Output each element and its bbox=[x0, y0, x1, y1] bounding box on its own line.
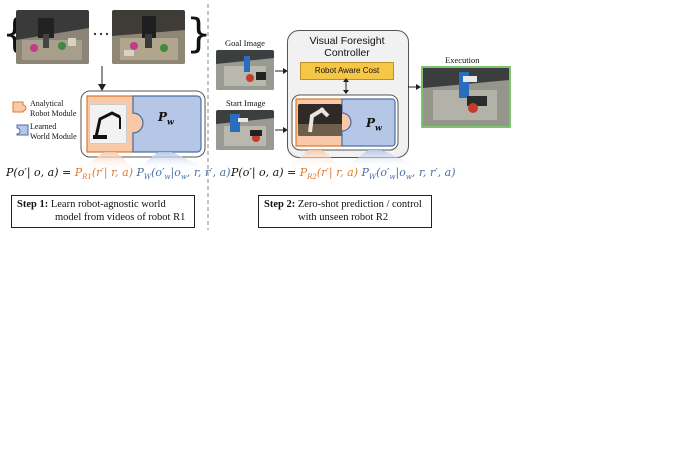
analytical-robot-sketch bbox=[89, 104, 127, 144]
left-pw-label: Pw bbox=[158, 110, 174, 127]
down-arrow-icon bbox=[98, 66, 106, 91]
robot-video-frame-2 bbox=[112, 10, 185, 64]
learned-legend-swatch bbox=[16, 124, 29, 136]
robot-video-frame-1 bbox=[16, 10, 89, 64]
execution-image bbox=[421, 66, 511, 128]
goal-arrow-icon bbox=[275, 68, 288, 74]
execution-arrow-icon bbox=[408, 84, 421, 90]
analytical-legend-swatch bbox=[12, 101, 27, 113]
double-arrow-icon bbox=[343, 78, 349, 94]
right-brace: } bbox=[186, 11, 212, 57]
ellipsis: ··· bbox=[92, 24, 110, 44]
execution-label: Execution bbox=[445, 55, 480, 65]
start-image-label: Start Image bbox=[226, 98, 266, 108]
goal-image-label: Goal Image bbox=[225, 38, 265, 48]
robot-r2-photo bbox=[298, 104, 342, 136]
left-cones bbox=[80, 152, 210, 170]
step-2-box: Step 2: Zero-shot prediction / control w… bbox=[258, 195, 432, 228]
right-cones bbox=[288, 150, 420, 168]
step-1-box: Step 1: Learn robot-agnostic world model… bbox=[11, 195, 195, 228]
divider bbox=[207, 4, 209, 230]
start-image bbox=[216, 110, 274, 150]
robot-aware-cost: Robot Aware Cost bbox=[300, 62, 394, 80]
right-pw-label: Pw bbox=[366, 116, 382, 133]
right-equation: P(o′| o, a) = PR2(r′| r, a) PW(o′w|ow, r… bbox=[231, 166, 456, 182]
goal-image bbox=[216, 50, 274, 90]
start-arrow-icon bbox=[275, 127, 288, 133]
left-equation: P(o′| o, a) = PR1(r′| r, a) PW(o′w|ow, r… bbox=[6, 166, 231, 182]
